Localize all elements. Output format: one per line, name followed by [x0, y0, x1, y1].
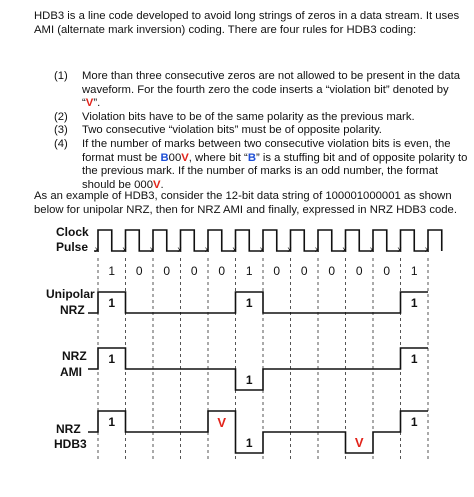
- data-bit: 1: [411, 264, 418, 278]
- zeros-text: 000: [134, 178, 153, 191]
- mark-label: 1: [108, 296, 115, 310]
- clock-edge-mark: x: [233, 245, 237, 254]
- violation-bit-label: V: [217, 415, 226, 430]
- stuffing-symbol: B: [247, 151, 256, 164]
- data-bit: 0: [218, 264, 225, 278]
- clock-label-line2: Pulse: [56, 240, 88, 254]
- clock-edge-mark: x: [343, 245, 347, 254]
- violation-symbol: V: [85, 97, 94, 110]
- mark-label: 1: [108, 352, 115, 366]
- clock-waveform: [94, 229, 443, 252]
- data-bit: 1: [108, 264, 115, 278]
- ami-label-line2: AMI: [60, 365, 82, 379]
- rule-number: (1): [54, 70, 68, 82]
- clock-edge-mark: x: [123, 245, 127, 254]
- clock-edge-mark: x: [95, 245, 99, 254]
- data-bit: 0: [163, 264, 170, 278]
- nrz-hdb3-waveform: [88, 410, 428, 454]
- rule-text: ” is a stuffing bit and of opposite pola…: [82, 151, 468, 191]
- rule-text: If the number of marks between two conse…: [82, 137, 451, 164]
- rule-4: (4) If the number of marks between two co…: [54, 138, 468, 192]
- violation-symbol: V: [153, 178, 161, 191]
- rule-number: (3): [54, 124, 68, 137]
- data-bit: 0: [273, 264, 280, 278]
- data-bit: 1: [246, 264, 253, 278]
- clock-edge-mark: x: [398, 245, 402, 254]
- rule-text: .: [160, 178, 164, 191]
- hdb3-label-line1: NRZ: [56, 422, 81, 436]
- rule-2: (2) Violation bits have to be of the same…: [54, 111, 468, 125]
- unipolar-label-line1: Unipolar: [46, 287, 95, 301]
- nrz-ami-waveform: [88, 347, 428, 391]
- data-bit: 0: [301, 264, 308, 278]
- mark-label: 1: [411, 296, 418, 310]
- ami-label-line1: NRZ: [62, 349, 87, 363]
- mark-label: 1: [246, 436, 253, 450]
- intro-paragraph: HDB3 is a line code developed to avoid l…: [34, 10, 460, 36]
- clock-edge-mark: x: [260, 245, 264, 254]
- rule-text: ”.: [93, 97, 101, 110]
- unipolar-label-line2: NRZ: [60, 303, 85, 317]
- rule-number: (2): [54, 110, 68, 123]
- rule-text: More than three consecutive zeros are no…: [82, 70, 461, 110]
- mark-label: 1: [108, 415, 115, 429]
- hdb3-label-line2: HDB3: [54, 437, 87, 451]
- rules-list: (1) More than three consecutive zeros are…: [54, 70, 468, 192]
- stuffing-symbol: B: [160, 151, 169, 164]
- data-bit: 0: [328, 264, 335, 278]
- mark-label: 1: [411, 352, 418, 366]
- rule-text: Violation bits have to be of the same po…: [82, 110, 415, 123]
- rule-number: (4): [54, 137, 68, 150]
- rule-1: (1) More than three consecutive zeros are…: [54, 70, 468, 111]
- example-paragraph: As an example of HDB3, consider the 12-b…: [34, 190, 457, 216]
- rule-text: , where bit “: [188, 151, 248, 164]
- data-bit: 0: [383, 264, 390, 278]
- rule-3: (3) Two consecutive “violation bits” must…: [54, 124, 468, 138]
- data-bit: 0: [191, 264, 198, 278]
- clock-edge-mark: x: [205, 245, 209, 254]
- clock-edge-mark: x: [425, 245, 429, 254]
- rule-text: Two consecutive “violation bits” must be…: [82, 124, 382, 137]
- mark-label: 1: [246, 373, 253, 387]
- clock-edge-mark: x: [178, 245, 182, 254]
- violation-bit-label: V: [355, 435, 364, 450]
- data-bit: 0: [136, 264, 143, 278]
- clock-edge-mark: x: [288, 245, 292, 254]
- unipolar-nrz-waveform: [88, 291, 428, 314]
- zeros-text: 00: [168, 151, 182, 164]
- clock-edge-mark: x: [150, 245, 154, 254]
- mark-label: 1: [246, 296, 253, 310]
- mark-label: 1: [411, 415, 418, 429]
- clock-edge-mark: x: [315, 245, 319, 254]
- clock-label-line1: Clock: [56, 225, 89, 239]
- data-bit: 0: [356, 264, 363, 278]
- violation-symbol: V: [181, 151, 189, 164]
- clock-edge-mark: x: [370, 245, 374, 254]
